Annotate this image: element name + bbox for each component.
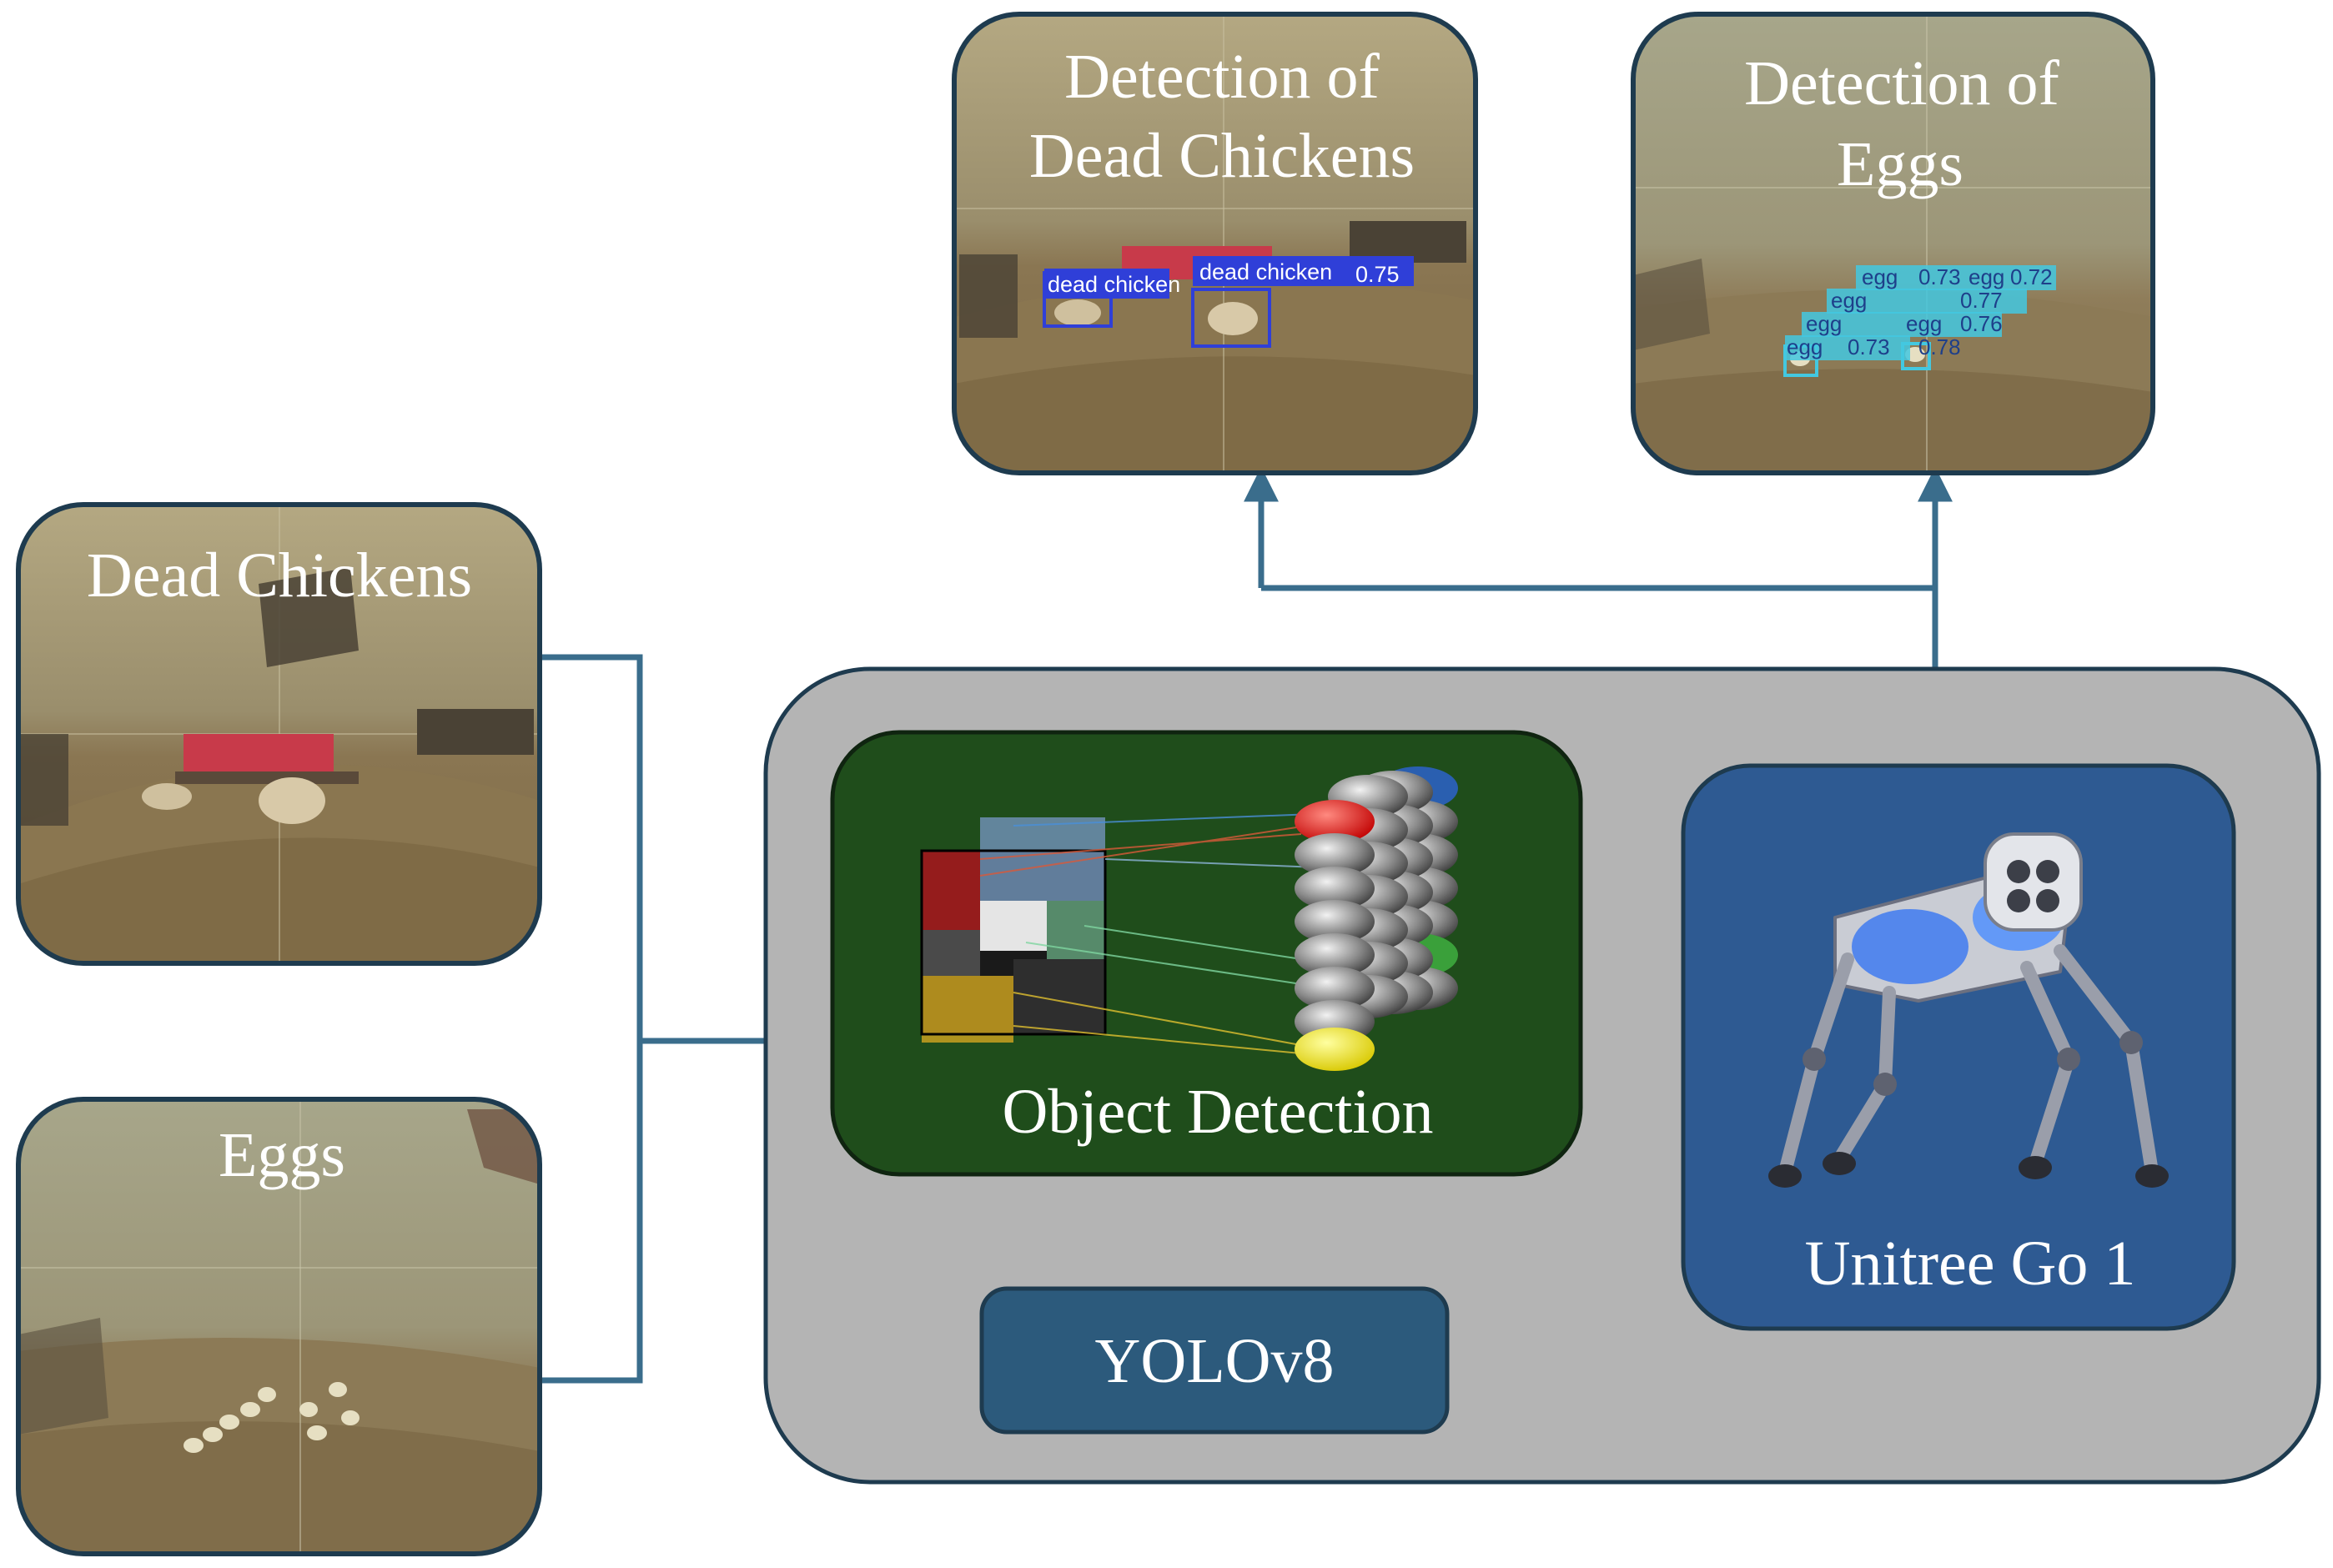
chicken-detection-2: dead chicken 0.75 — [1191, 256, 1414, 348]
egg-detection-5-label: egg — [1906, 311, 1942, 336]
yolo-box: YOLOv8 — [979, 1286, 1450, 1435]
egg-detection-1-label: egg — [1862, 264, 1898, 289]
input-eggs-panel: Eggs — [16, 1097, 542, 1556]
input-eggs-label: Eggs — [219, 1120, 345, 1190]
object-detection-label: Object Detection — [1002, 1077, 1433, 1147]
quadruped-robot-icon — [1768, 832, 2169, 1188]
object-detection-box: Object Detection — [830, 730, 1583, 1177]
egg-detection-5-score: 0.78 — [1918, 334, 1961, 359]
output-dead-chickens-title-2: Dead Chickens — [1029, 121, 1415, 191]
egg-detection-3-label: egg — [1831, 288, 1867, 313]
chicken-detection-2-score: 0.75 — [1355, 262, 1400, 287]
egg-detections: egg 0.73 egg 0.72 egg 0.77 egg 0.76 egg … — [1783, 264, 2056, 377]
egg-detection-6-label: egg — [1787, 334, 1823, 359]
chicken-detection-2-label: dead chicken — [1199, 259, 1332, 284]
connector-eggs — [540, 1041, 643, 1384]
egg-detection-6-score: 0.73 — [1848, 334, 1890, 359]
egg-detection-2-label: egg — [1968, 264, 2004, 289]
egg-detection-2-score: 0.72 — [2010, 264, 2053, 289]
neuron-layers — [1295, 766, 1458, 1071]
connector-dead-chickens — [540, 654, 643, 1041]
chicken-detection-1-label: dead chicken — [1048, 272, 1180, 297]
egg-detection-4-label: egg — [1806, 311, 1842, 336]
chicken-detection-1: dead chicken — [1043, 269, 1180, 328]
robot-label: Unitree Go 1 — [1805, 1229, 2136, 1299]
input-dead-chickens-panel: Dead Chickens — [16, 502, 542, 966]
output-dead-chickens-title-1: Detection of — [1064, 42, 1380, 112]
output-dead-chickens-panel: dead chicken dead chicken 0.75 Detection… — [952, 12, 1478, 475]
egg-detection-4-score: 0.76 — [1960, 311, 2003, 336]
output-eggs-panel: egg 0.73 egg 0.72 egg 0.77 egg 0.76 egg … — [1631, 12, 2155, 475]
output-eggs-title-1: Detection of — [1744, 48, 2059, 118]
egg-detection-1-score: 0.73 — [1918, 264, 1961, 289]
cnn-illustration-icon — [920, 766, 1458, 1071]
egg-detection-3-score: 0.77 — [1960, 288, 2003, 313]
input-dead-chickens-label: Dead Chickens — [87, 540, 472, 611]
output-eggs-title-2: Eggs — [1837, 129, 1963, 199]
yolo-label: YOLOv8 — [1094, 1326, 1334, 1396]
robot-box: Unitree Go 1 — [1681, 763, 2236, 1331]
